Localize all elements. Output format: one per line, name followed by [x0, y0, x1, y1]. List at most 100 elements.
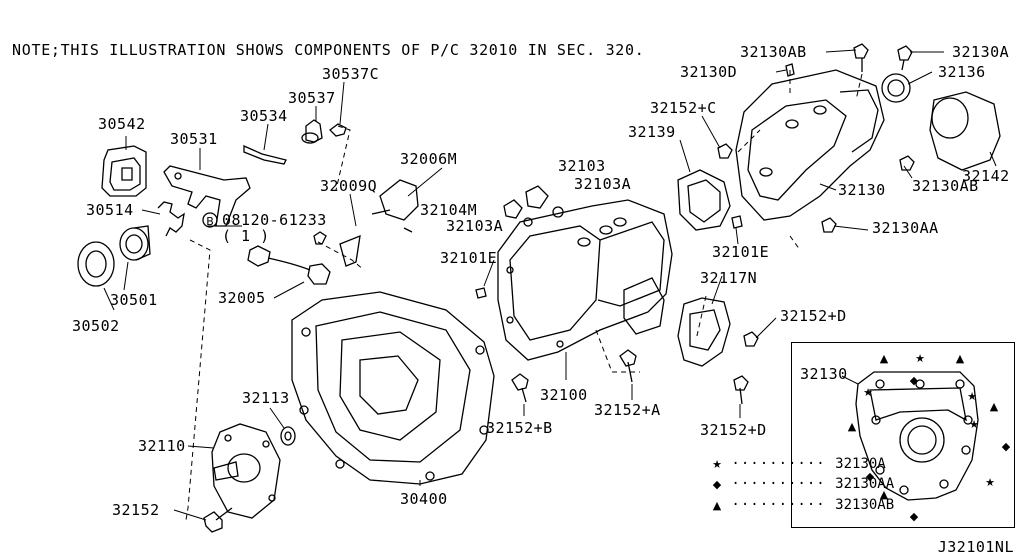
svg-text:★: ★ [985, 476, 995, 489]
part-32110-cover [211, 423, 281, 519]
circled-b-letter: B [206, 215, 214, 228]
label-32130: 32130 [838, 181, 886, 199]
svg-text:★: ★ [969, 418, 979, 431]
legend-row-32130AA: ◆ ·········· 32130AA [712, 476, 895, 492]
label-32006M: 32006M [400, 150, 458, 168]
svg-text:★: ★ [863, 386, 873, 399]
triangle-icon: ▲ [712, 499, 722, 512]
part-32101E-dowel [475, 287, 487, 299]
svg-text:▲: ▲ [956, 352, 965, 365]
label-32103A-2: 32103A [446, 217, 504, 235]
label-08120-qty: ( 1 ) [222, 227, 270, 245]
part-30542-boot [101, 145, 147, 197]
label-32101E-2: 32101E [712, 243, 770, 261]
label-32152A: 32152+A [594, 401, 661, 419]
label-32130AB-top: 32130AB [740, 43, 807, 61]
legend-row-32130A: ★ ·········· 32130A [712, 456, 886, 472]
part-32139-gasket [677, 169, 731, 231]
label-32152: 32152 [112, 501, 160, 519]
part-32142-dustcover [929, 91, 1001, 171]
part-32136-seal [881, 73, 911, 103]
diagram-reference-code: J32101NL [937, 538, 1014, 556]
label-32130D: 32130D [680, 63, 738, 81]
inset-title: 32130 [800, 365, 848, 383]
legend-row-32130AB: ▲ ·········· 32130AB [712, 497, 895, 513]
dashed-lines [185, 70, 863, 521]
svg-text:◆: ◆ [910, 374, 919, 387]
label-30400: 30400 [400, 490, 448, 508]
inset-panel [791, 342, 1015, 528]
part-32117N-cover [677, 297, 731, 367]
label-32136: 32136 [938, 63, 986, 81]
inset-markers: ▲★▲ ▲▲◆ ◆▲★ ◆★★ ★◆ [848, 352, 1011, 523]
label-32152D-1: 32152+D [780, 307, 847, 325]
label-32005: 32005 [218, 289, 266, 307]
part-32006M-switch [339, 179, 419, 267]
label-32139: 32139 [628, 123, 676, 141]
svg-text:★: ★ [967, 390, 977, 403]
svg-text:▲: ▲ [990, 400, 999, 413]
part-32152A-bolt [619, 349, 637, 383]
legend-label: 32130AA [835, 476, 895, 492]
label-32113: 32113 [242, 389, 290, 407]
label-32130AB-mid: 32130AB [912, 177, 979, 195]
svg-text:◆: ◆ [866, 470, 875, 483]
label-30502: 30502 [72, 317, 120, 335]
label-32103A-1: 32103A [574, 175, 632, 193]
part-30534-spring [243, 144, 287, 165]
part-32152D-bolt [743, 331, 759, 347]
part-32130D-pin [785, 63, 795, 77]
legend-label: 32130AB [835, 497, 895, 513]
label-30537C: 30537C [322, 65, 380, 83]
svg-text:▲: ▲ [848, 420, 857, 433]
svg-text:★: ★ [915, 352, 925, 365]
part-32103-plug [503, 185, 564, 227]
label-32101E-1: 32101E [440, 249, 498, 267]
part-32101E-dowel-2 [731, 215, 743, 229]
label-08120-61233: 08120-61233 [222, 211, 327, 229]
part-32130AB-bolt-2 [899, 155, 915, 171]
label-32152B: 32152+B [486, 419, 553, 437]
part-32152C-bolt [717, 143, 733, 159]
star-icon: ★ [712, 458, 722, 471]
part-32113-seal [280, 426, 296, 446]
label-32152C: 32152+C [650, 99, 717, 117]
label-30531: 30531 [170, 130, 218, 148]
svg-text:▲: ▲ [880, 488, 889, 501]
label-32009Q: 32009Q [320, 177, 378, 195]
part-32152D-bolt-2 [733, 375, 749, 405]
circled-b-symbol [202, 212, 218, 228]
part-32130-extension [735, 69, 885, 221]
part-32152B-bolt [511, 373, 529, 403]
part-32130A-bolt [897, 45, 913, 71]
part-30514-clip [157, 201, 185, 237]
label-32117N: 32117N [700, 269, 758, 287]
label-30537: 30537 [288, 89, 336, 107]
label-30534: 30534 [240, 107, 288, 125]
part-32005-sensor [247, 231, 331, 285]
label-32130A-top: 32130A [952, 43, 1010, 61]
part-32130AA-bolt [821, 217, 837, 233]
label-32130AA: 32130AA [872, 219, 939, 237]
label-32104M: 32104M [420, 201, 478, 219]
diagram-note: NOTE;THIS ILLUSTRATION SHOWS COMPONENTS … [12, 41, 645, 59]
part-32130AB-bolt [853, 43, 869, 72]
part-32152-bolt [203, 507, 233, 533]
part-30501-bearing [119, 225, 151, 261]
svg-text:◆: ◆ [910, 510, 919, 523]
leader-lines [103, 49, 997, 521]
label-32142: 32142 [962, 167, 1010, 185]
part-32100-case [497, 199, 673, 361]
label-32110: 32110 [138, 437, 186, 455]
label-30501: 30501 [110, 291, 158, 309]
part-30537-pivot [301, 119, 347, 144]
label-32103: 32103 [558, 157, 606, 175]
svg-text:◆: ◆ [1002, 440, 1011, 453]
inset-housing-drawing [841, 371, 979, 501]
part-30400-bellhousing [291, 291, 495, 485]
label-32152D-2: 32152+D [700, 421, 767, 439]
label-30542: 30542 [98, 115, 146, 133]
label-32100: 32100 [540, 386, 588, 404]
part-30502-seal [77, 241, 115, 287]
